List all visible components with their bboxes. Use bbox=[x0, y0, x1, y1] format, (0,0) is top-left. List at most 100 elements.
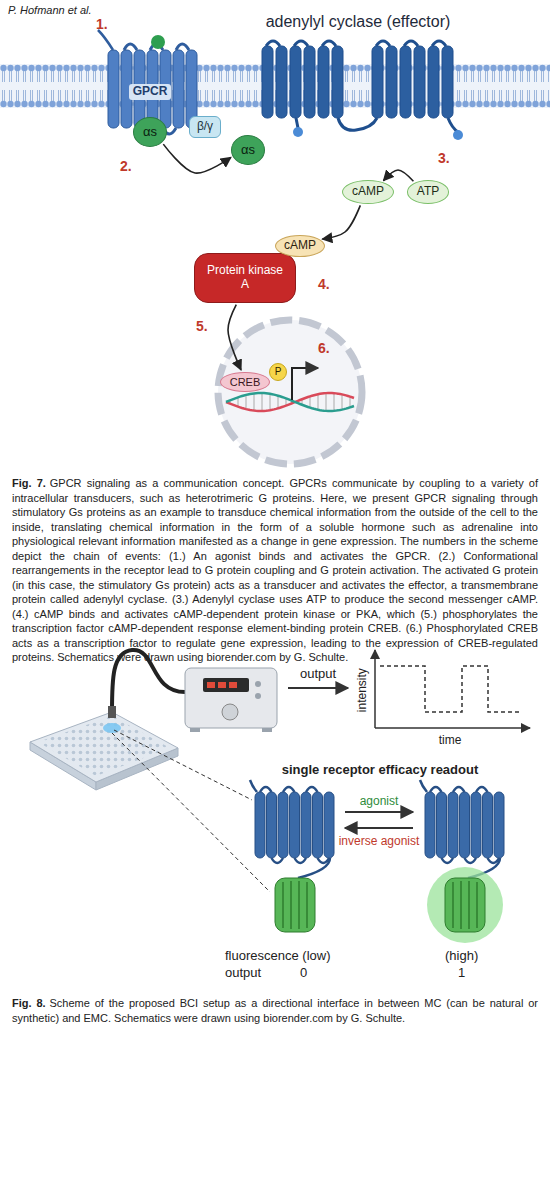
well-plate bbox=[30, 712, 178, 790]
dna-helix bbox=[334, 393, 335, 411]
output-label: output bbox=[225, 965, 261, 981]
node-text: β/γ bbox=[197, 120, 213, 134]
dna-helix bbox=[326, 393, 327, 411]
receptor-active bbox=[448, 792, 458, 858]
running-header: P. Hofmann et al. bbox=[8, 4, 92, 17]
output-arrow bbox=[288, 688, 348, 689]
callout-number: 1. bbox=[96, 16, 108, 33]
dna-helix bbox=[226, 393, 354, 411]
cell-membrane bbox=[0, 64, 550, 108]
well-plate bbox=[103, 723, 121, 733]
node-text: ATP bbox=[417, 185, 439, 199]
leader-lines bbox=[114, 730, 252, 800]
adenylyl-cyclase bbox=[304, 46, 315, 118]
dna-helix bbox=[262, 393, 263, 411]
output-label: output bbox=[300, 666, 336, 682]
gfp-high bbox=[427, 867, 503, 943]
figure-caption: Scheme of the proposed BCI setup as a di… bbox=[12, 997, 538, 1024]
adenylyl-cyclase bbox=[386, 46, 397, 118]
signal-arrow bbox=[228, 305, 241, 370]
phosphate-group: P bbox=[269, 363, 287, 381]
receptor-inactive bbox=[267, 792, 277, 858]
adenylyl-cyclase bbox=[338, 118, 458, 132]
adenylyl-cyclase bbox=[262, 41, 463, 140]
arrow-label: inverse agonist bbox=[339, 834, 420, 848]
second-messenger: cAMP bbox=[275, 235, 325, 257]
gfp-low bbox=[275, 878, 315, 932]
light-source-instrument bbox=[190, 728, 200, 732]
light-source-instrument bbox=[185, 668, 277, 728]
adenylyl-cyclase bbox=[293, 127, 303, 137]
leader-lines bbox=[112, 733, 270, 892]
node-text: P bbox=[275, 366, 282, 378]
light-source-instrument bbox=[207, 682, 215, 688]
node-text: adenylyl cyclase (effector) bbox=[266, 13, 451, 31]
gpcr-receptor bbox=[173, 50, 184, 128]
axis-label: intensity bbox=[355, 668, 369, 712]
dna-helix bbox=[270, 394, 271, 410]
nucleus bbox=[218, 320, 362, 464]
node-text: αs bbox=[241, 143, 255, 158]
gpcr-receptor bbox=[98, 30, 113, 50]
light-source-instrument bbox=[218, 682, 226, 688]
adenylyl-cyclase bbox=[442, 46, 453, 118]
gfp-low bbox=[275, 878, 315, 932]
figure-number: Fig. 7. bbox=[12, 477, 46, 489]
light-source-instrument bbox=[255, 693, 261, 699]
signal-arrow bbox=[383, 170, 413, 181]
g-alpha-subunit: αs bbox=[231, 135, 265, 165]
callout-number: 6. bbox=[318, 340, 330, 357]
nucleus bbox=[218, 320, 362, 464]
adenylyl-cyclase bbox=[276, 46, 287, 118]
receptor-inactive bbox=[278, 792, 288, 858]
node-text: GPCR bbox=[133, 85, 168, 99]
receptor-label: GPCR bbox=[129, 84, 172, 100]
callout-number: 3. bbox=[438, 150, 450, 167]
effector-heading: adenylyl cyclase (effector) bbox=[264, 12, 453, 32]
node-text: αs bbox=[143, 125, 157, 140]
intensity-plot bbox=[380, 666, 520, 712]
receptor-active bbox=[460, 792, 470, 858]
cell-membrane bbox=[0, 64, 550, 108]
receptor-active bbox=[437, 792, 447, 858]
adenylyl-cyclase bbox=[400, 46, 411, 118]
dna-helix bbox=[310, 396, 311, 407]
gfp-low bbox=[283, 881, 307, 929]
state-arrows bbox=[345, 827, 413, 829]
receptor-inactive bbox=[313, 792, 323, 858]
adenylyl-cyclase bbox=[290, 46, 301, 118]
adenylyl-cyclase bbox=[414, 46, 425, 118]
output-value: 1 bbox=[458, 965, 465, 981]
dna-helix bbox=[226, 393, 354, 411]
g-alpha-subunit: αs bbox=[133, 117, 167, 147]
output-value: 0 bbox=[300, 965, 307, 981]
state-arrows bbox=[345, 811, 413, 813]
dna-helix bbox=[246, 395, 247, 409]
receptor-active bbox=[471, 792, 481, 858]
light-source-instrument bbox=[255, 681, 261, 687]
light-source-instrument bbox=[185, 668, 277, 732]
light-source-instrument bbox=[229, 682, 237, 688]
receptor-inactive bbox=[250, 780, 334, 878]
g-beta-gamma-subunit: β/γ bbox=[189, 116, 221, 138]
transcription-arrow bbox=[292, 368, 318, 400]
dna-helix bbox=[318, 394, 319, 410]
receptor-inactive bbox=[324, 792, 334, 858]
state-label: (high) bbox=[445, 948, 478, 964]
adenylyl-cyclase bbox=[372, 46, 383, 118]
adenylyl-cyclase bbox=[318, 46, 329, 118]
axis-label: time bbox=[439, 733, 462, 747]
output-arrow bbox=[288, 687, 348, 689]
intensity-plot bbox=[375, 650, 530, 728]
adenylyl-cyclase bbox=[453, 130, 463, 140]
light-source-instrument bbox=[262, 728, 272, 732]
well-plate bbox=[30, 712, 178, 782]
dna-helix bbox=[350, 397, 351, 408]
transcription-arrow bbox=[292, 368, 318, 400]
dna-helix bbox=[278, 396, 279, 409]
arrow-label: agonist bbox=[360, 794, 399, 808]
fiber-cable bbox=[108, 706, 116, 718]
receptor-active bbox=[494, 792, 504, 858]
receptor-active bbox=[420, 780, 504, 878]
